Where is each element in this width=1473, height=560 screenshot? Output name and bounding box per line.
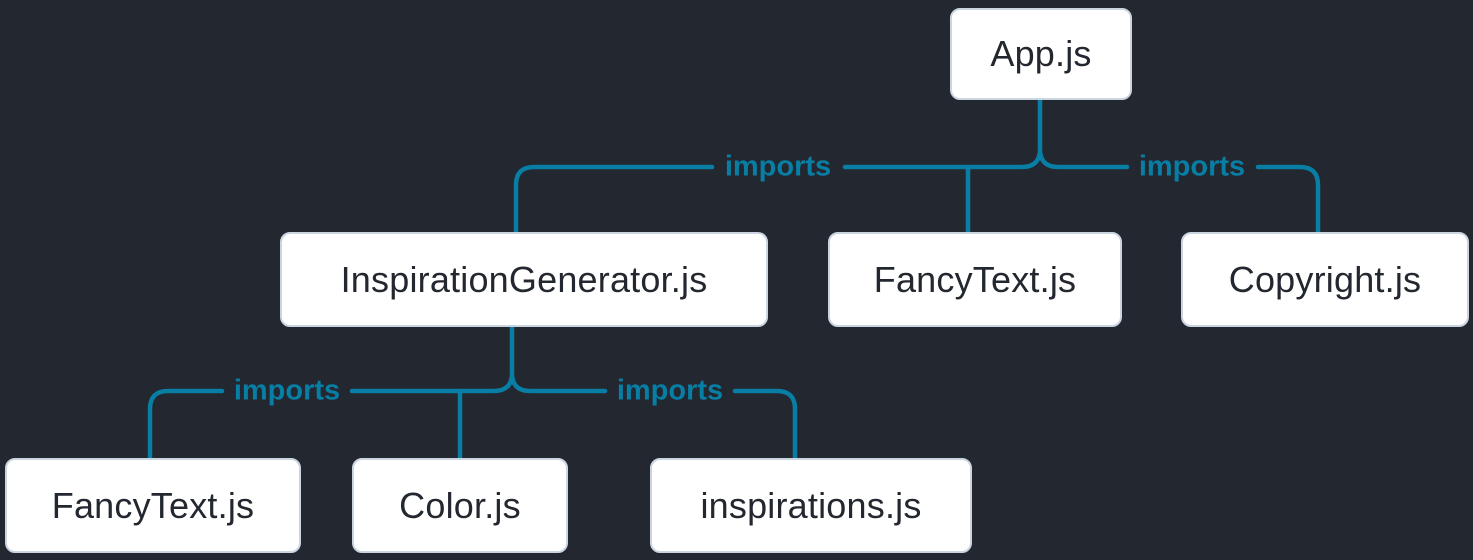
edge-label-imports: imports	[724, 150, 832, 183]
node-fancy-text-js-top: FancyText.js	[828, 232, 1122, 327]
node-copyright-js: Copyright.js	[1181, 232, 1469, 327]
node-color-js: Color.js	[352, 458, 568, 553]
node-app-js: App.js	[950, 8, 1132, 100]
edge-to-copyright	[1255, 164, 1321, 235]
edge-app-trunk-and-split	[842, 97, 1130, 170]
edge-to-fancy-text-bottom	[147, 388, 225, 461]
edge-inspiration-trunk-and-split	[349, 324, 608, 394]
edge-label-imports: imports	[233, 374, 341, 407]
edge-to-inspirations	[732, 388, 798, 461]
edge-to-inspiration-generator	[513, 164, 715, 235]
node-inspirations-js: inspirations.js	[650, 458, 972, 553]
edge-label-imports: imports	[1138, 150, 1246, 183]
edge-label-imports: imports	[616, 374, 724, 407]
node-fancy-text-js-bottom: FancyText.js	[5, 458, 301, 553]
node-inspiration-generator-js: InspirationGenerator.js	[280, 232, 768, 327]
